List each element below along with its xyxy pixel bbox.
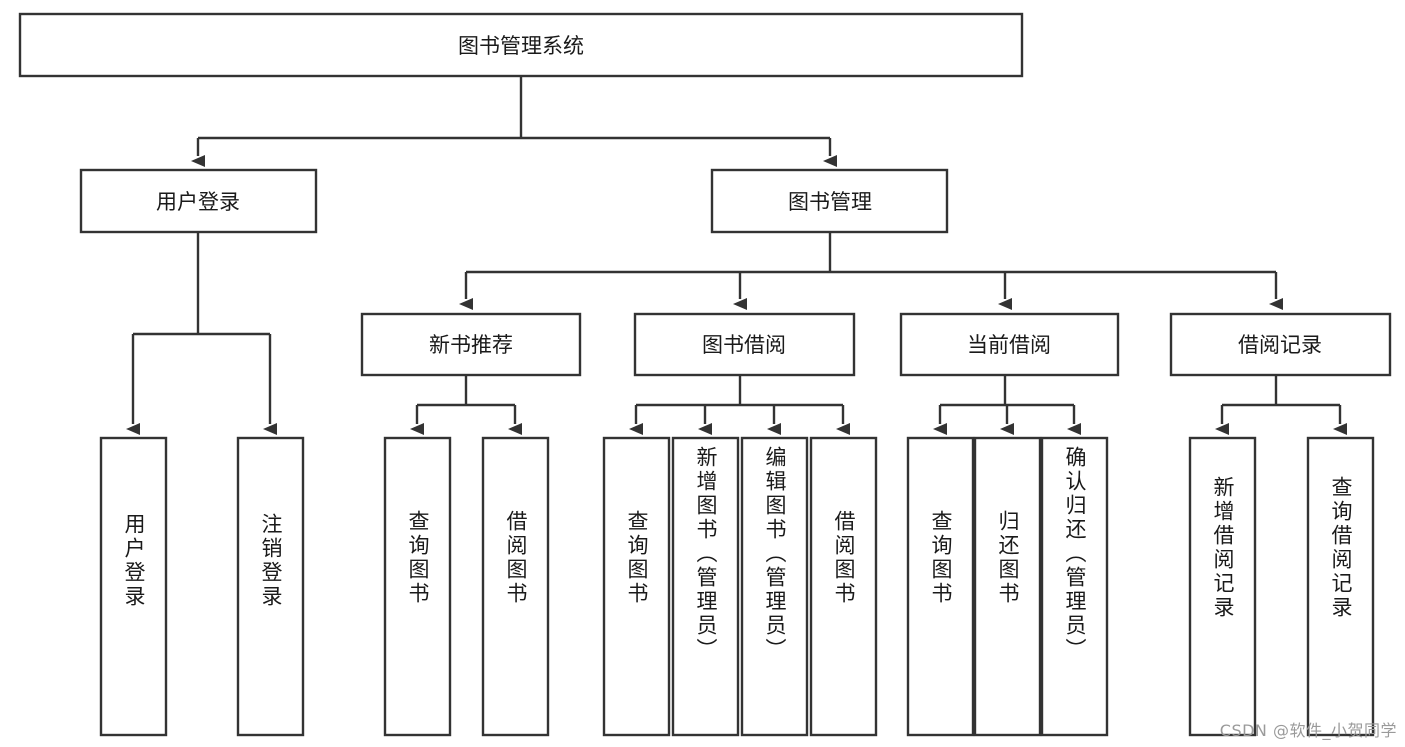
node-borrow-record[interactable]: 借阅记录: [1169, 312, 1392, 377]
node-borrow-record-label: 借阅记录: [1238, 333, 1322, 357]
node-leaf-logout-login[interactable]: [236, 436, 305, 737]
node-leaf-query-borrow-record[interactable]: [1306, 436, 1375, 737]
node-leaf-query-book-borrow[interactable]: [602, 436, 671, 737]
node-leaf-edit-book-admin[interactable]: [740, 436, 809, 737]
node-leaf-add-borrow-record[interactable]: [1188, 436, 1257, 737]
node-leaf-add-book-admin[interactable]: [671, 436, 740, 737]
node-new-book-recommend[interactable]: 新书推荐: [360, 312, 582, 377]
node-root[interactable]: 图书管理系统: [18, 12, 1024, 78]
node-leaf-borrow-book-rec[interactable]: [481, 436, 550, 737]
node-leaf-query-book-current[interactable]: [906, 436, 975, 737]
node-current-borrow-label: 当前借阅: [967, 333, 1051, 357]
node-new-book-recommend-label: 新书推荐: [429, 333, 513, 357]
csdn-watermark: CSDN @软件_小贺同学: [1219, 721, 1397, 740]
node-user-login[interactable]: 用户登录: [79, 168, 318, 234]
node-user-login-label: 用户登录: [156, 190, 240, 214]
node-leaf-confirm-return-admin[interactable]: [1040, 436, 1109, 737]
node-book-borrow-label: 图书借阅: [702, 333, 786, 357]
node-current-borrow[interactable]: 当前借阅: [899, 312, 1120, 377]
node-root-label: 图书管理系统: [458, 34, 584, 58]
node-book-manage-label: 图书管理: [788, 190, 872, 214]
node-leaf-query-book-rec[interactable]: [383, 436, 452, 737]
node-leaf-return-book[interactable]: [973, 436, 1042, 737]
node-book-manage[interactable]: 图书管理: [710, 168, 949, 234]
node-leaf-user-login[interactable]: [99, 436, 168, 737]
node-book-borrow[interactable]: 图书借阅: [633, 312, 856, 377]
node-leaf-borrow-book[interactable]: [809, 436, 878, 737]
